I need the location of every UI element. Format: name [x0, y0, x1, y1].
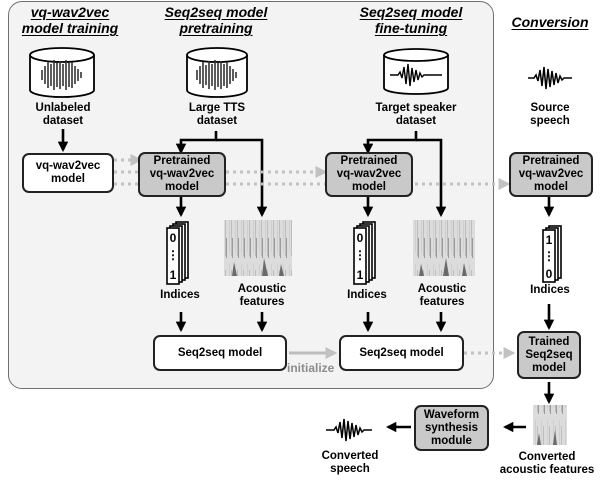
label-line: Converted [518, 451, 576, 463]
header-finetuning: Seq2seq model fine-tuning [345, 4, 477, 36]
label-converted-acoustic-features: Converted acoustic features [493, 451, 601, 477]
label-line: Converted [321, 450, 379, 462]
trained-seq2seq-model-box: Trained Seq2seq model [517, 331, 581, 379]
source-speech-waveform-icon [528, 66, 572, 90]
header-line: pretraining [179, 20, 253, 36]
header-vq-training: vq-wav2vec model training [14, 4, 126, 36]
indices-stack-conversion: 1 ⋮ 0 [542, 225, 562, 283]
label-indices-pretrain: Indices [150, 289, 210, 302]
box-line: Waveform [423, 408, 480, 421]
label-line: speech [330, 463, 370, 475]
label-line: Source [530, 102, 570, 114]
index-card-value: 1 [357, 268, 364, 282]
pretrained-vq-wav2vec-box-pretrain: Pretrained vq-wav2vec model [138, 152, 226, 197]
label-line: features [239, 296, 285, 308]
indices-stack-pretrain: 0 ⋮ 1 [166, 221, 189, 285]
label-target-speaker-dataset: Target speaker dataset [361, 102, 471, 128]
label-large-tts-dataset: Large TTS dataset [172, 102, 262, 128]
header-conversion: Conversion [505, 14, 595, 30]
label-line: Acoustic [237, 283, 287, 295]
indices-stack-finetune: 0 ⋮ 1 [353, 221, 376, 285]
pretrained-vq-wav2vec-box-finetune: Pretrained vq-wav2vec model [325, 152, 413, 197]
label-line: Acoustic [417, 283, 467, 295]
box-line: Pretrained [340, 155, 398, 167]
header-line: Conversion [511, 14, 589, 30]
header-line: fine-tuning [374, 20, 448, 36]
label-indices-finetune: Indices [337, 289, 397, 302]
index-card-value: 1 [170, 268, 177, 282]
index-card-ellipsis: ⋮ [543, 249, 555, 263]
box-line: Seq2seq model [177, 346, 263, 359]
index-card-value: 0 [546, 267, 553, 281]
header-pretraining: Seq2seq model pretraining [150, 4, 282, 36]
label-line: speech [530, 115, 570, 127]
header-line: model training [21, 20, 119, 36]
initialize-label: initialize [287, 361, 335, 375]
pretrained-vq-wav2vec-box-conversion: Pretrained vq-wav2vec model [509, 152, 593, 197]
seq2seq-model-box-pretrain: Seq2seq model [153, 335, 287, 371]
box-line: synthesis [424, 421, 479, 434]
dataset-branch-lines [175, 131, 447, 218]
label-source-speech: Source speech [515, 102, 585, 128]
index-card-value: 0 [170, 231, 177, 245]
large-tts-dataset-icon [186, 47, 248, 98]
box-line: Pretrained [153, 155, 211, 167]
converted-speech-waveform-icon [326, 418, 372, 442]
unlabeled-dataset-icon [29, 47, 95, 98]
index-card-value: 1 [546, 233, 553, 247]
box-line: vq-wav2vec [35, 160, 101, 172]
waveform-synthesis-module-box: Waveform synthesis module [414, 405, 489, 451]
label-acoustic-features-finetune: Acoustic features [402, 283, 482, 309]
flow-arrows [57, 129, 555, 433]
box-line: model [534, 181, 568, 193]
target-speaker-dataset-icon [383, 48, 449, 95]
seq2seq-model-box-finetune: Seq2seq model [339, 335, 464, 371]
header-line: vq-wav2vec [30, 4, 110, 20]
label-line: Indices [160, 289, 200, 301]
label-line: dataset [395, 115, 437, 127]
box-line: Trained [528, 335, 570, 348]
label-line: Indices [530, 284, 570, 296]
label-line: dataset [196, 115, 238, 127]
box-line: model [532, 361, 566, 374]
box-line: Seq2seq model [359, 346, 444, 359]
label-line: Unlabeled [35, 102, 91, 114]
label-acoustic-features-pretrain: Acoustic features [222, 283, 302, 309]
converted-acoustic-features-spectrogram [533, 405, 567, 445]
box-line: Pretrained [522, 155, 580, 167]
acoustic-features-spectrogram-pretrain [224, 220, 292, 276]
label-line: Target speaker [375, 102, 457, 114]
label-unlabeled-dataset: Unlabeled dataset [18, 102, 108, 128]
label-line: features [419, 296, 465, 308]
label-line: Large TTS [188, 102, 246, 114]
box-line: vq-wav2vec [336, 168, 402, 180]
label-line: acoustic features [499, 464, 595, 476]
label-line: dataset [42, 115, 84, 127]
index-card-ellipsis: ⋮ [167, 248, 179, 262]
vq-wav2vec-model-box: vq-wav2vec model [22, 153, 114, 193]
index-card-ellipsis: ⋮ [354, 248, 366, 262]
box-line: Seq2seq [525, 348, 573, 361]
box-line: vq-wav2vec [518, 168, 584, 180]
header-line: Seq2seq model [164, 4, 268, 20]
label-converted-speech: Converted speech [310, 450, 390, 476]
index-card-value: 0 [357, 231, 364, 245]
box-line: module [431, 434, 472, 447]
acoustic-features-spectrogram-finetune [413, 220, 475, 276]
box-line: model [352, 181, 386, 193]
box-line: model [51, 173, 85, 185]
label-indices-conversion: Indices [520, 284, 580, 297]
header-line: Seq2seq model [359, 4, 463, 20]
label-line: Indices [347, 289, 387, 301]
box-line: vq-wav2vec [149, 168, 215, 180]
box-line: model [165, 181, 199, 193]
